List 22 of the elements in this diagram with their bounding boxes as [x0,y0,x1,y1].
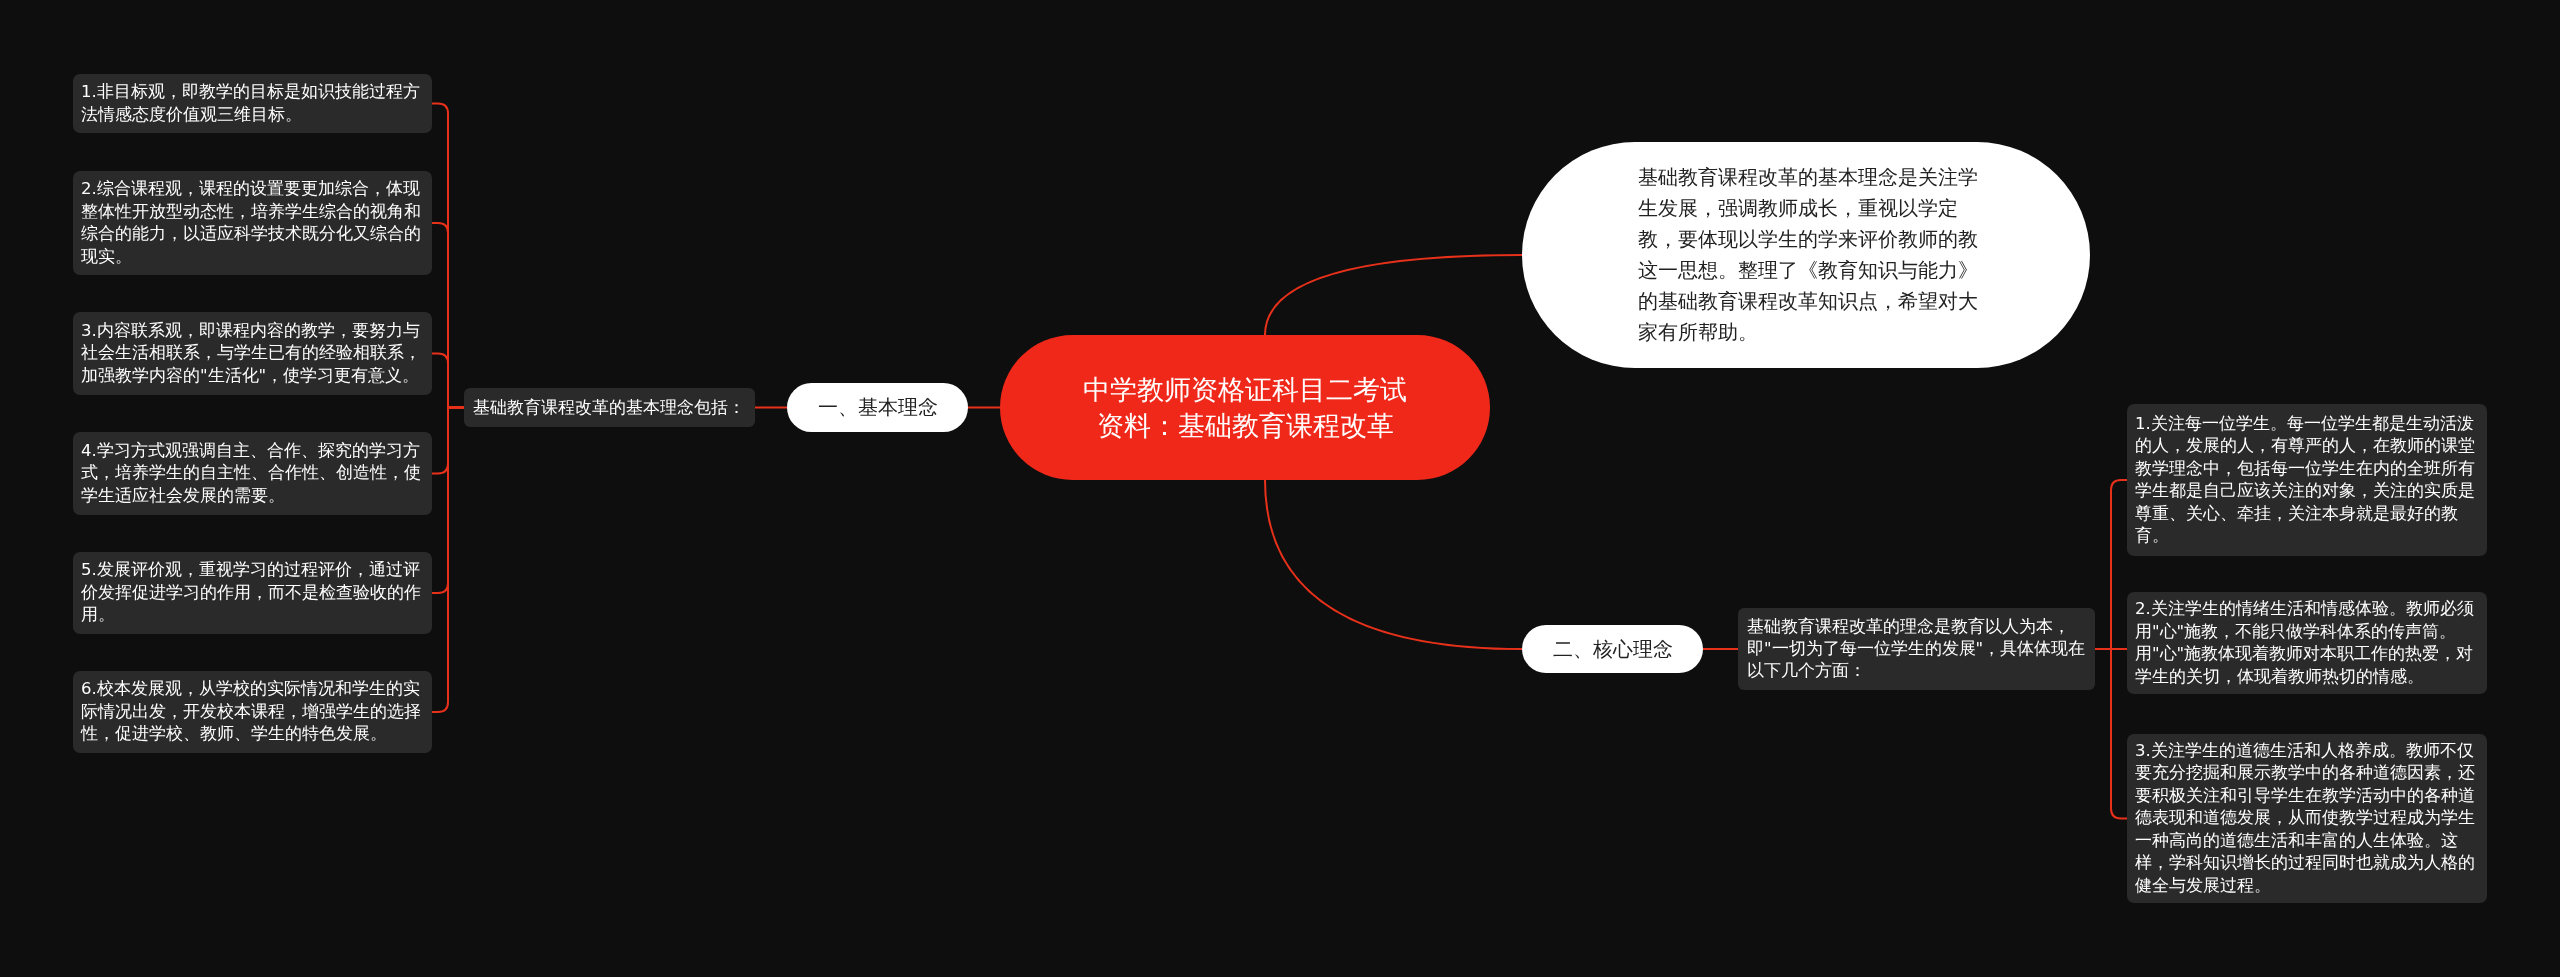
connector-line [2094,648,2128,820]
note-card: 3.关注学生的道德生活和人格养成。教师不仅要充分挖掘和展示教学中的各种道德因素，还要积极关注和引导学生在教学活动中的各种道德表现和道德发展，从而使教学过程成为学生一种高尚的道德生活和丰富的人生体验。这样，学科知识增长的过程同时也就成为人格的健全与发展过程。 [2127,734,2487,903]
note-card: 1.非目标观，即教学的目标是如识技能过程方法情感态度价值观三维目标。 [73,74,432,133]
connector-line [1264,479,1523,650]
subtopic-card: 基础教育课程改革的理念是教育以人为本，即"一切为了每一位学生的发展"，具体体现在以下几个方面： [1738,608,2095,690]
connector-line [754,406,788,409]
note-card: 5.发展评价观，重视学习的过程评价，通过评价发挥促进学习的作用，而不是检查验收的作用。 [73,552,432,634]
note-card: 1.关注每一位学生。每一位学生都是生动活泼的人，发展的人，有尊严的人，在教师的课堂教学理念中，包括每一位学生在内的全班所有学生都是自己应该关注的对象，关注的实质是尊重、关心、牵挂，关注本身就是最好的教育。 [2127,404,2487,556]
connector-line [1702,648,1739,650]
connector-line [967,406,1001,409]
note-card: 6.校本发展观，从学校的实际情况和学生的实际情况出发，开发校本课程，增强学生的选择性，促进学校、教师、学生的特色发展。 [73,671,432,753]
note-card: 2.关注学生的情绪生活和情感体验。教师必须用"心"施教，不能只做学科体系的传声筒。用"心"施教体现着教师对本职工作的热爱，对学生的关切，体现着教师热切的情感。 [2127,592,2487,694]
note-card: 4.学习方式观强调自主、合作、探究的学习方式，培养学生的自主性、合作性、创造性，使学生适应社会发展的需要。 [73,432,432,515]
summary-bubble: 基础教育课程改革的基本理念是关注学生发展，强调教师成长，重视以学定教，要体现以学生的学来评价教师的教这一思想。整理了《教育知识与能力》的基础教育课程改革知识点，希望对大家有所帮助。 [1522,142,2090,368]
topic-pill: 二、核心理念 [1522,625,1703,673]
note-card: 2.综合课程观，课程的设置要更加综合，体现整体性开放型动态性，培养学生综合的视角和综合的能力，以适应科学技术既分化又综合的现实。 [73,171,432,275]
topic-pill: 一、基本理念 [787,383,968,432]
central-topic: 中学教师资格证科目二考试资料：基础教育课程改革 [1000,335,1490,480]
connector-line [431,406,465,713]
connector-line [1264,254,1523,336]
subtopic-card: 基础教育课程改革的基本理念包括： [464,388,755,427]
note-card: 3.内容联系观，即课程内容的教学，要努力与社会生活相联系，与学生已有的经验相联系，加强教学内容的"生活化"，使学习更有意义。 [73,312,432,395]
